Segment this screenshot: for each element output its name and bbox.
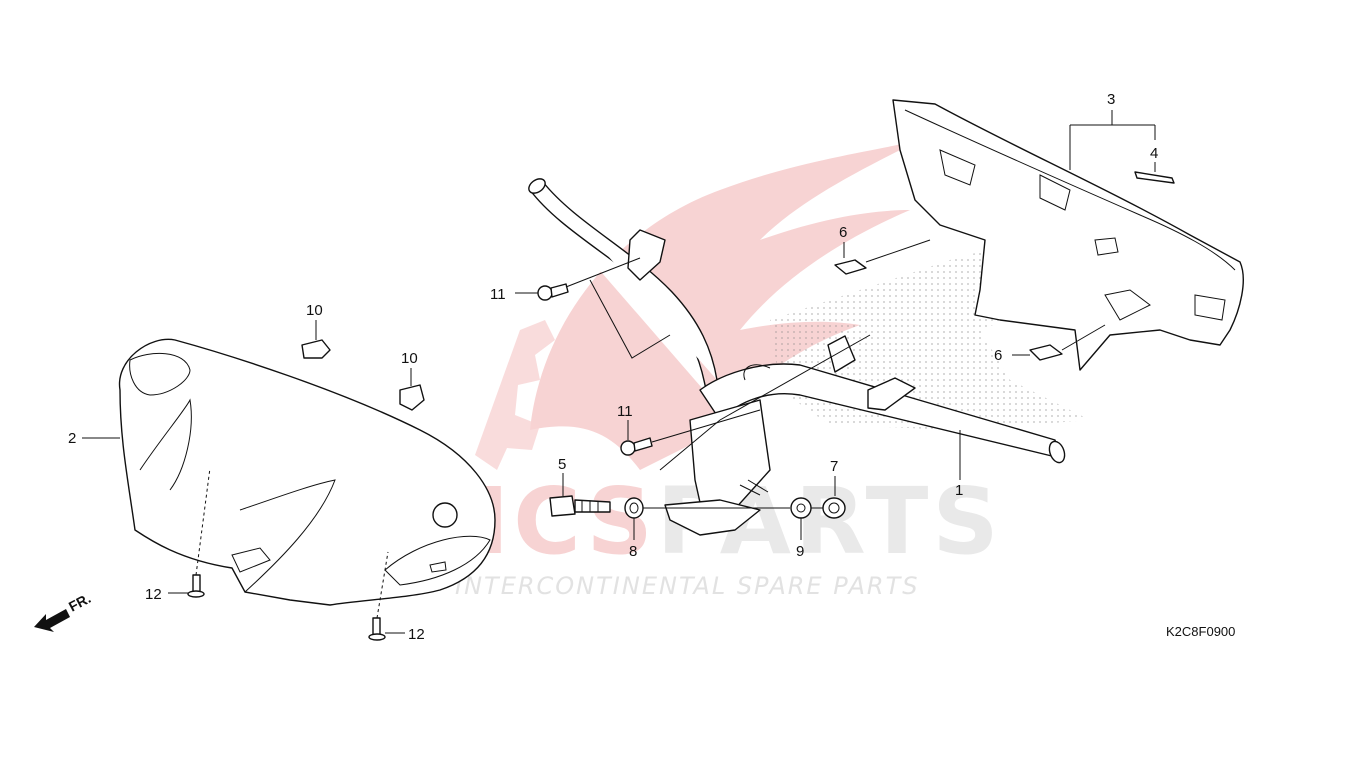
callout-10-lower: 10 xyxy=(401,350,418,367)
screw-upper xyxy=(537,283,569,301)
callout-12-right: 12 xyxy=(408,626,425,643)
callout-12-left: 12 xyxy=(145,586,162,603)
washer xyxy=(624,497,644,519)
screw-lower xyxy=(620,437,653,456)
screw-right xyxy=(368,617,386,641)
watermark-tagline: INTERCONTINENTAL SPARE PARTS xyxy=(455,572,919,600)
clip-nut-upper xyxy=(834,259,867,275)
rear-handle-cover xyxy=(892,99,1244,371)
callout-1: 1 xyxy=(955,482,963,499)
clip-nut-lower xyxy=(1029,344,1063,361)
callout-5: 5 xyxy=(558,456,566,473)
front-handle-cover xyxy=(118,338,496,606)
callout-8: 8 xyxy=(629,543,637,560)
callout-11-upper: 11 xyxy=(490,286,506,303)
rubber-bush xyxy=(790,497,812,519)
callout-7: 7 xyxy=(830,458,838,475)
diagram-code: K2C8F0900 xyxy=(1166,624,1235,639)
clip-upper xyxy=(301,339,331,359)
watermark-brand-ics: ICS xyxy=(475,468,657,575)
callout-10-upper: 10 xyxy=(306,302,323,319)
watermark-gear xyxy=(475,320,555,470)
callout-3: 3 xyxy=(1107,91,1115,108)
callout-9: 9 xyxy=(796,543,804,560)
watermark-wing-logo xyxy=(530,140,920,470)
callout-labels: 1 2 3 4 5 6 6 7 8 9 10 10 11 11 12 12 xyxy=(68,91,1158,643)
bolt xyxy=(549,495,611,517)
callout-6-upper: 6 xyxy=(839,224,847,241)
nut xyxy=(822,497,846,519)
callout-11-lower: 11 xyxy=(617,403,633,420)
callout-6-lower: 6 xyxy=(994,347,1002,364)
screw-left xyxy=(187,574,205,598)
leader-lines xyxy=(82,110,1156,634)
callout-2: 2 xyxy=(68,430,76,447)
front-label: FR. xyxy=(66,590,93,615)
handlebar-pipe xyxy=(528,178,1066,536)
front-direction-marker: FR. xyxy=(34,590,93,632)
clip-lower xyxy=(399,384,425,411)
front-arrow-icon xyxy=(34,609,70,632)
emblem-strip xyxy=(1134,171,1175,184)
callout-4: 4 xyxy=(1150,145,1158,162)
